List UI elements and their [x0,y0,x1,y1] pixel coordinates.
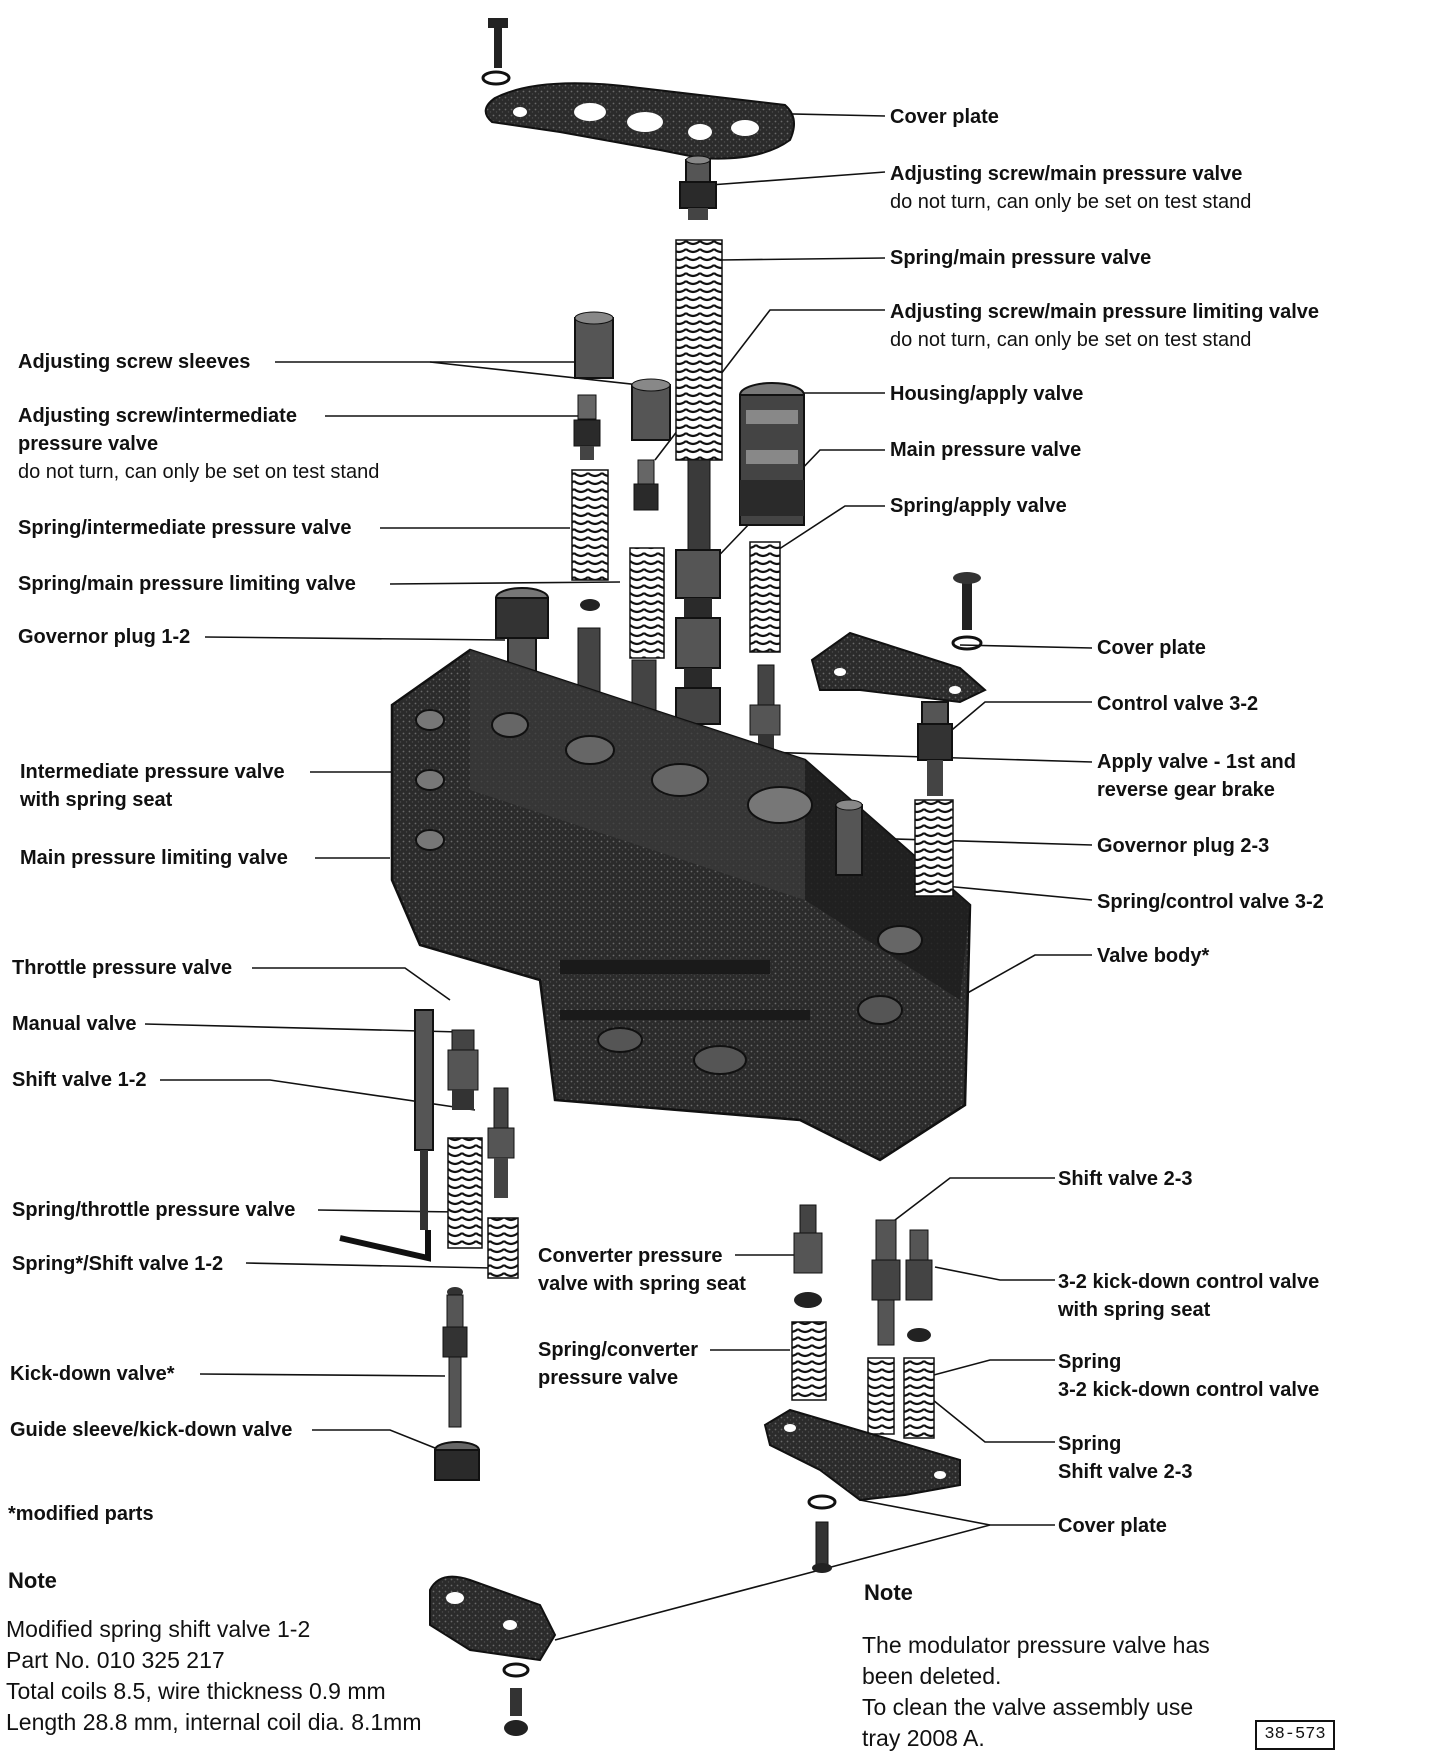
cover-plate-bottom-illustration [763,1408,961,1573]
label-cover-plate-bottom: Cover plate [1058,1515,1167,1537]
cover-plate-mid-illustration [810,572,987,704]
valve-body-block [390,648,972,1162]
label-governor-plug-1-2: Governor plug 1-2 [18,626,191,648]
kick-down-valve-illustration [442,1287,468,1428]
spring-throttle-illustration [447,1137,483,1249]
label-control-valve-3-2: Control valve 3-2 [1097,693,1259,715]
spring-seat-illustration [580,599,600,611]
label-valve-body: Valve body* [1097,945,1210,967]
note-right-body: The modulator pressure valve has been de… [862,1632,1210,1751]
spring-shift-1-2-illustration [487,1217,519,1279]
spring-apply-illustration [749,541,781,653]
manual-valve-illustration [339,1009,434,1262]
label-main-pressure-limiting-valve: Main pressure limiting valve [20,847,288,869]
note-right-title: Note [864,1580,913,1605]
cover-plate-top-illustration [481,18,795,160]
figure-reference: 38-573 [1255,1720,1335,1750]
label-spring-control-3-2: Spring/control valve 3-2 [1097,891,1324,913]
label-kick-down-valve: Kick-down valve* [10,1363,175,1385]
leader-lines [144,111,1093,1641]
spring-control-3-2-illustration [914,799,954,897]
label-manual-valve: Manual valve [12,1013,137,1035]
spring-intermediate-illustration [571,469,609,581]
spring-kickdown-illustration [903,1357,935,1439]
note-left-title: Note [8,1568,57,1593]
label-cover-plate-top: Cover plate [890,106,999,128]
label-guide-sleeve: Guide sleeve/kick-down valve [10,1419,293,1441]
governor-plug-2-3-illustration [835,799,863,876]
shift-valve-2-3-illustration [871,1219,901,1346]
converter-pressure-valve-illustration [793,1204,823,1308]
spring-shift-2-3-illustration [867,1357,895,1435]
label-spring-apply: Spring/apply valve [890,495,1067,517]
adjusting-screw-sleeves-illustration [574,311,671,441]
label-adjusting-screw-intermediate: Adjusting screw/intermediate pressure va… [18,405,380,483]
label-adjusting-screw-sleeves: Adjusting screw sleeves [18,351,251,373]
throttle-pressure-valve-illustration [447,1029,479,1110]
label-spring-shift-1-2: Spring*/Shift valve 1-2 [12,1253,224,1275]
adjusting-screw-main-limiting-illustration [633,459,659,511]
label-intermediate-pressure-valve: Intermediate pressure valve with spring … [20,761,285,811]
spring-main-limiting-illustration [629,547,665,659]
label-shift-valve-2-3: Shift valve 2-3 [1058,1168,1193,1190]
label-spring-main: Spring/main pressure valve [890,247,1152,269]
label-throttle-pressure-valve: Throttle pressure valve [12,957,233,979]
label-main-pressure-valve: Main pressure valve [890,439,1082,461]
cover-plate-lower-left-illustration [429,1575,557,1736]
control-valve-3-2-illustration [917,701,953,796]
label-spring-intermediate: Spring/intermediate pressure valve [18,517,352,539]
label-adjusting-screw-main-limiting: Adjusting screw/main pressure limiting v… [890,301,1320,351]
label-cover-plate-mid: Cover plate [1097,637,1206,659]
label-spring-shift-2-3: Spring Shift valve 2-3 [1058,1433,1193,1483]
label-spring-kickdown: Spring 3-2 kick-down control valve [1058,1351,1320,1401]
label-modified-parts: *modified parts [8,1503,154,1525]
label-apply-valve: Apply valve - 1st and reverse gear brake [1097,751,1296,801]
adjusting-screw-intermediate-illustration [573,394,601,460]
label-spring-converter: Spring/converter pressure valve [538,1339,699,1389]
spring-main-illustration [675,239,723,461]
main-pressure-valve-illustration [675,459,721,725]
label-spring-main-limiting: Spring/main pressure limiting valve [18,573,356,595]
label-shift-valve-1-2: Shift valve 1-2 [12,1069,147,1091]
spring-converter-illustration [791,1321,827,1401]
label-governor-plug-2-3: Governor plug 2-3 [1097,835,1270,857]
housing-apply-valve-illustration [739,382,805,526]
label-spring-throttle: Spring/throttle pressure valve [12,1199,296,1221]
adjusting-screw-main-illustration [679,155,717,220]
note-left-body: Modified spring shift valve 1-2 Part No.… [6,1616,422,1735]
label-housing-apply: Housing/apply valve [890,383,1084,405]
apply-valve-spool-illustration [749,664,781,755]
label-converter-pressure-valve: Converter pressure valve with spring sea… [538,1245,746,1295]
kickdown-control-3-2-illustration [905,1229,933,1342]
label-kickdown-control-3-2: 3-2 kick-down control valve with spring … [1058,1271,1320,1321]
shift-valve-1-2-illustration [487,1087,515,1198]
label-adjusting-screw-main: Adjusting screw/main pressure valve do n… [890,163,1252,213]
guide-sleeve-illustration [434,1441,480,1481]
